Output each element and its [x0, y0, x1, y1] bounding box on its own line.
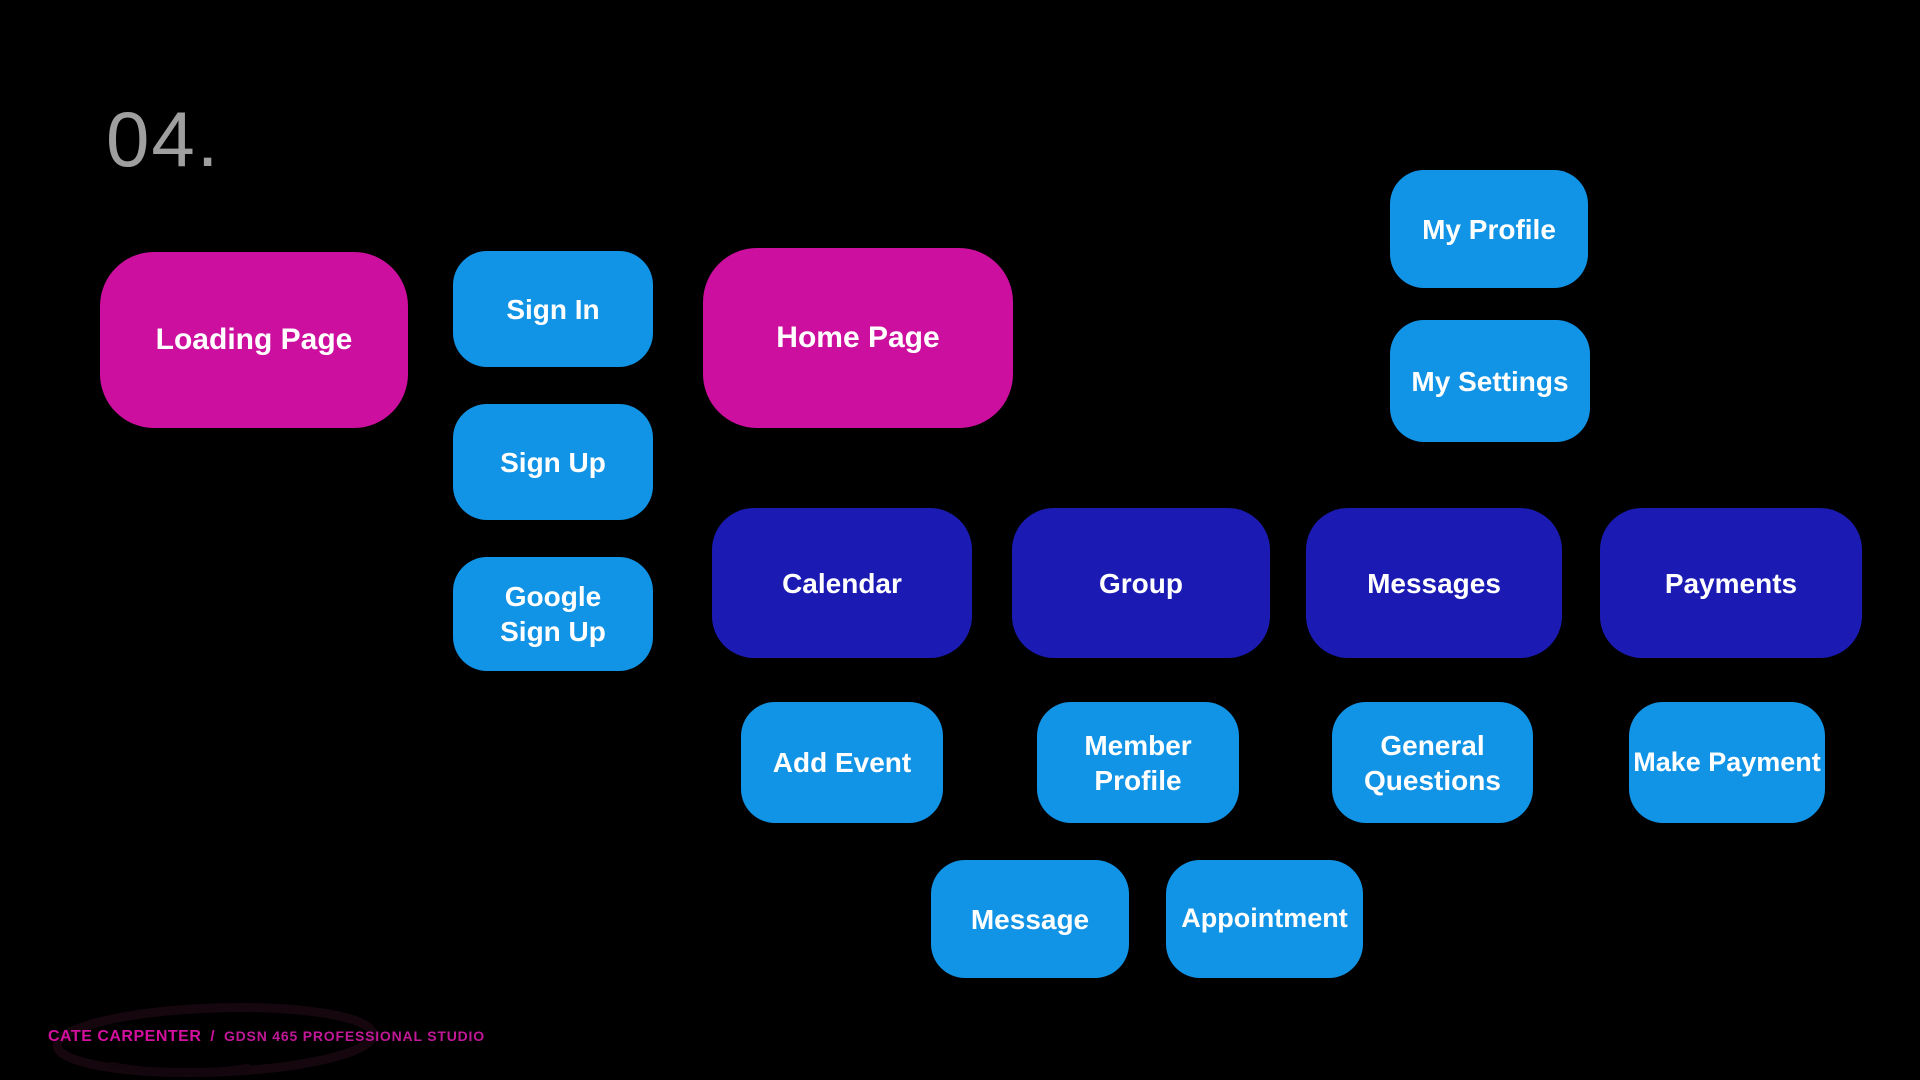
node-appointment: Appointment [1166, 860, 1363, 978]
section-number: 04. [106, 95, 221, 183]
node-loading-page: Loading Page [100, 252, 408, 428]
node-payments: Payments [1600, 508, 1862, 658]
node-home-page: Home Page [703, 248, 1013, 428]
node-google-sign-up: Google Sign Up [453, 557, 653, 671]
node-add-event: Add Event [741, 702, 943, 823]
footer-course: GDSN 465 PROFESSIONAL STUDIO [223, 1028, 485, 1044]
node-my-profile: My Profile [1390, 170, 1588, 288]
node-member-profile: Member Profile [1037, 702, 1239, 823]
node-sign-in: Sign In [453, 251, 653, 367]
node-make-payment: Make Payment [1629, 702, 1825, 823]
node-calendar: Calendar [712, 508, 972, 658]
footer-credit: CATE CARPENTER / GDSN 465 PROFESSIONAL S… [48, 1028, 485, 1046]
node-general-questions: General Questions [1332, 702, 1533, 823]
node-group: Group [1012, 508, 1270, 658]
footer-author: CATE CARPENTER [48, 1028, 202, 1045]
node-my-settings: My Settings [1390, 320, 1590, 442]
node-sign-up: Sign Up [453, 404, 653, 520]
node-messages: Messages [1306, 508, 1562, 658]
footer-separator: / [210, 1028, 215, 1045]
node-message: Message [931, 860, 1129, 978]
